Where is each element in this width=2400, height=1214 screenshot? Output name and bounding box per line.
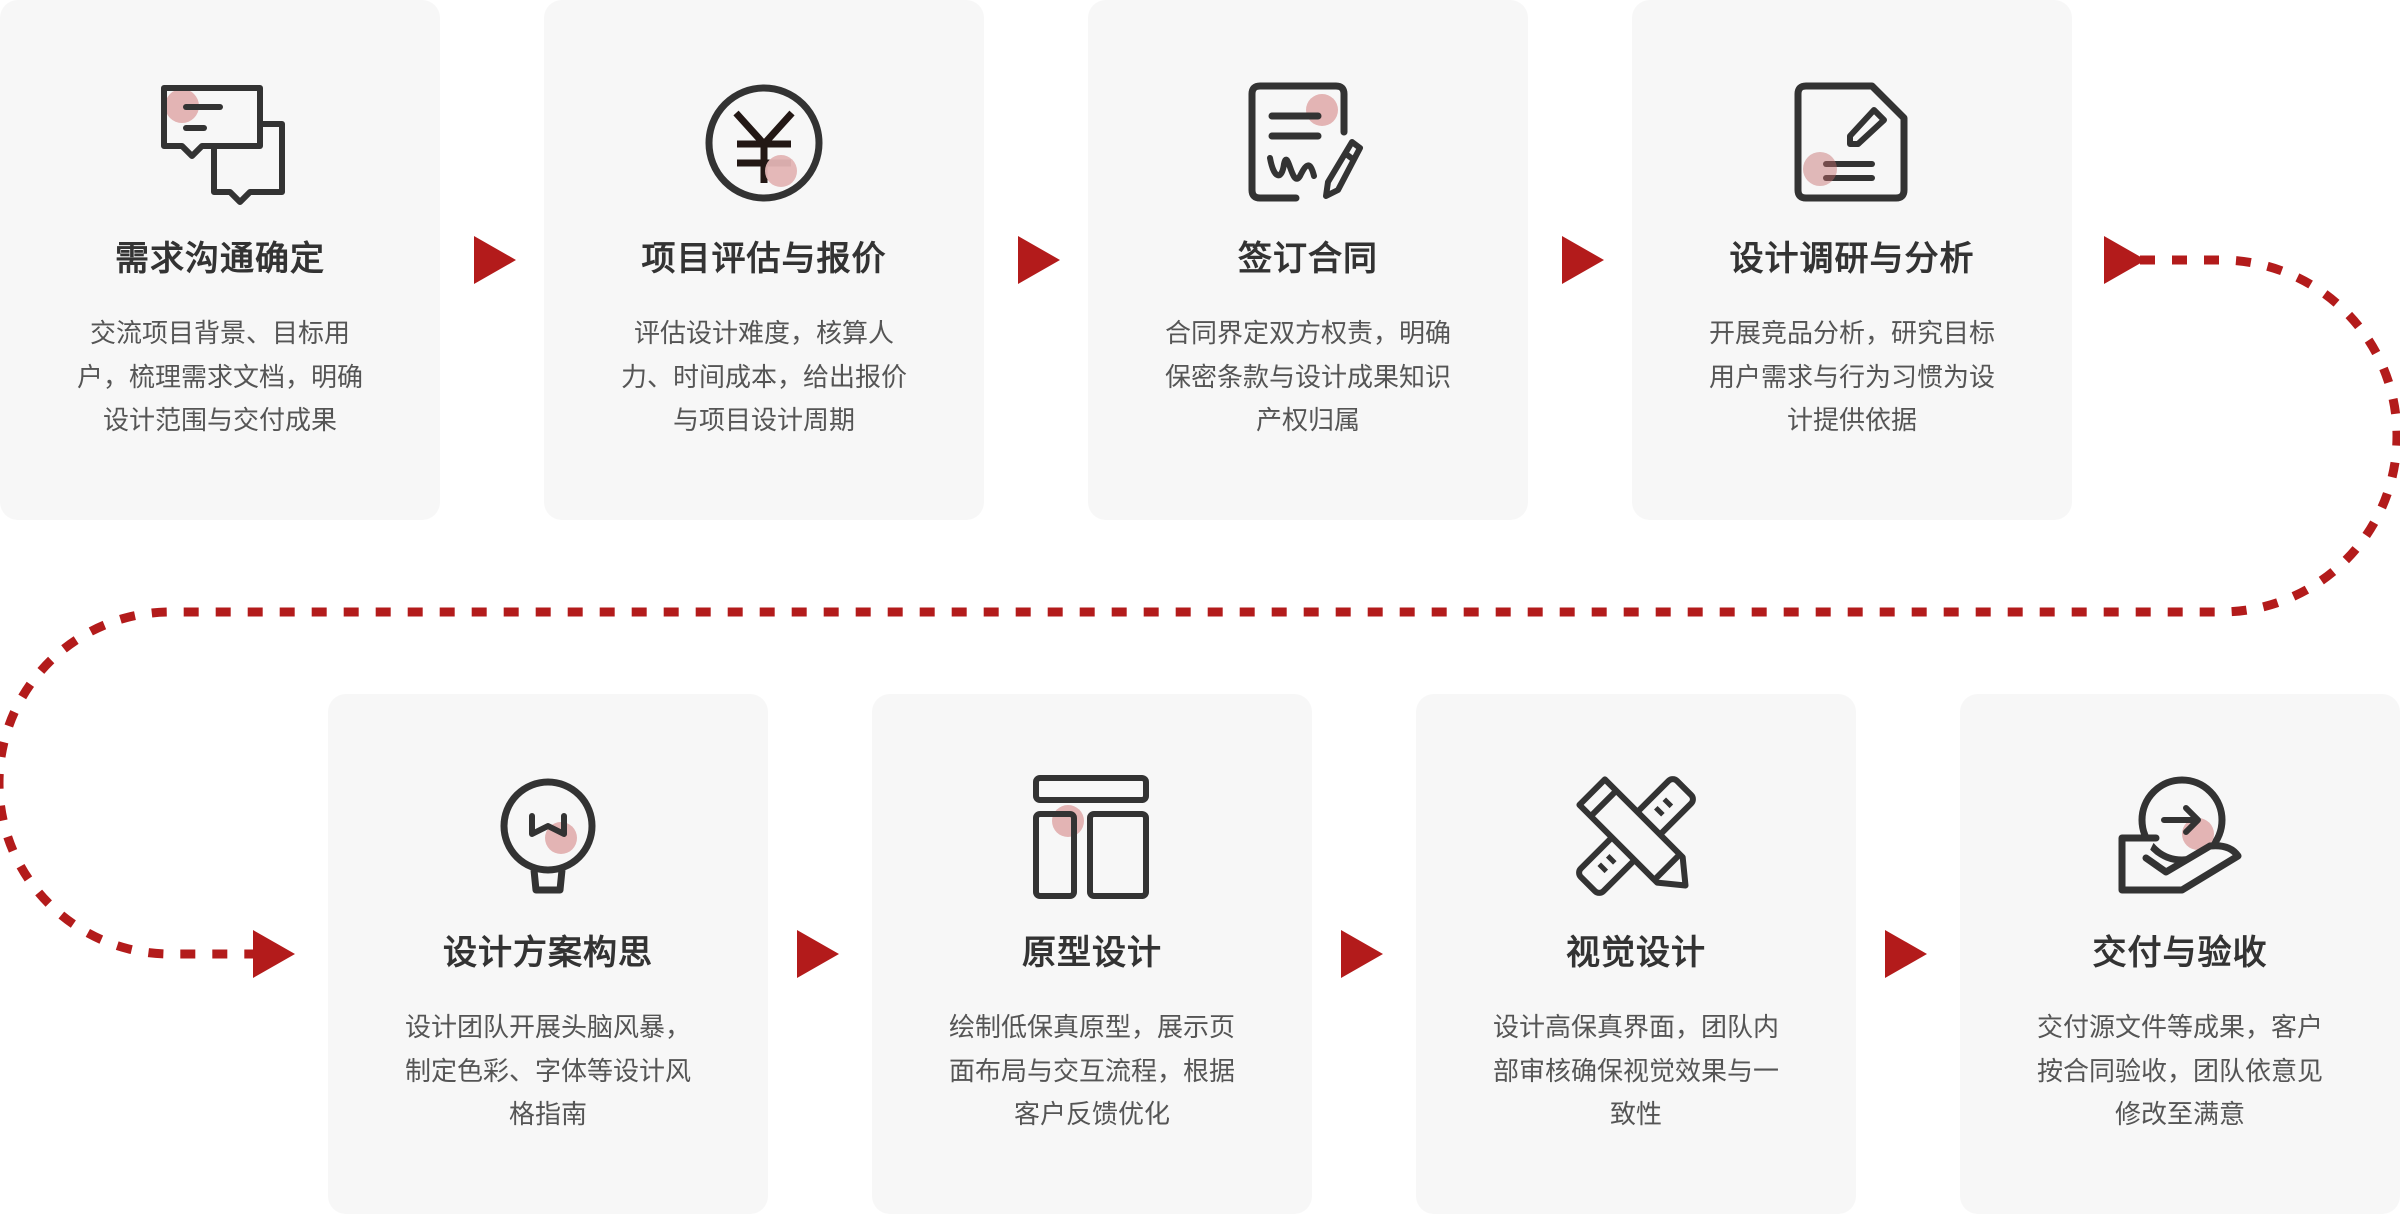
desc-line: 交流项目背景、目标用 (89, 319, 350, 349)
step-title: 签订合同 (1238, 239, 1378, 279)
desc-line: 户，梳理需求文档，明确 (76, 362, 363, 393)
flow-arrow (1018, 236, 1060, 284)
step-description: 设计高保真界面，团队内 部审核确保视觉效果与一 致性 (1466, 1007, 1806, 1138)
flow-arrow (253, 930, 295, 978)
desc-line: 力、时间成本，给出报价 (620, 362, 907, 393)
desc-line: 与项目设计周期 (672, 406, 855, 436)
desc-line: 产权归属 (1255, 406, 1360, 436)
desc-line: 评估设计难度，核算人 (633, 319, 894, 349)
flow-arrow (797, 930, 839, 978)
step-description: 交付源文件等成果，客户 按合同验收，团队依意见 修改至满意 (2010, 1007, 2350, 1138)
desc-line: 交付源文件等成果，客户 (2036, 1013, 2323, 1043)
desc-line: 设计高保真界面，团队内 (1492, 1013, 1779, 1043)
step-card-4: 设计调研与分析 开展竞品分析，研究目标 用户需求与行为习惯为设 计提供依据 (1632, 0, 2072, 520)
desc-line: 用户需求与行为习惯为设 (1708, 362, 1995, 393)
desc-line: 客户反馈优化 (1013, 1100, 1170, 1130)
step-title: 设计调研与分析 (1729, 239, 1975, 279)
desc-line: 设计范围与交付成果 (102, 406, 337, 436)
contract-sign-icon (1248, 80, 1368, 204)
desc-line: 开展竞品分析，研究目标 (1708, 319, 1995, 349)
desc-line: 修改至满意 (2114, 1100, 2245, 1130)
step-description: 开展竞品分析，研究目标 用户需求与行为习惯为设 计提供依据 (1682, 313, 2022, 444)
step-description: 评估设计难度，核算人 力、时间成本，给出报价 与项目设计周期 (594, 313, 934, 444)
step-title: 交付与验收 (2092, 933, 2268, 973)
lightbulb-icon (488, 774, 608, 898)
desc-line: 按合同验收，团队依意见 (2036, 1056, 2323, 1087)
flow-arrow (1562, 236, 1604, 284)
flow-arrow (474, 236, 516, 284)
step-description: 交流项目背景、目标用 户，梳理需求文档，明确 设计范围与交付成果 (50, 313, 390, 444)
flow-arrow (1341, 930, 1383, 978)
yen-coin-icon (704, 80, 824, 204)
step-card-8: 交付与验收 交付源文件等成果，客户 按合同验收，团队依意见 修改至满意 (1960, 694, 2400, 1214)
step-title: 项目评估与报价 (641, 239, 887, 279)
desc-line: 计提供依据 (1786, 406, 1917, 436)
hand-deliver-icon (2118, 774, 2242, 898)
step-description: 绘制低保真原型，展示页 面布局与交互流程，根据 客户反馈优化 (922, 1007, 1262, 1138)
desc-line: 绘制低保真原型，展示页 (948, 1013, 1235, 1043)
step-card-5: 设计方案构思 设计团队开展头脑风暴， 制定色彩、字体等设计风 格指南 (328, 694, 768, 1214)
chat-bubbles-icon (160, 80, 285, 205)
desc-line: 合同界定双方权责，明确 (1164, 319, 1451, 349)
step-card-1: 需求沟通确定 交流项目背景、目标用 户，梳理需求文档，明确 设计范围与交付成果 (0, 0, 440, 520)
step-title: 原型设计 (1022, 933, 1162, 973)
layout-wireframe-icon (1032, 774, 1152, 899)
pencil-ruler-icon (1576, 774, 1696, 898)
desc-line: 格指南 (508, 1100, 587, 1130)
step-title: 设计方案构思 (443, 933, 653, 973)
step-card-7: 视觉设计 设计高保真界面，团队内 部审核确保视觉效果与一 致性 (1416, 694, 1856, 1214)
desc-line: 面布局与交互流程，根据 (948, 1056, 1235, 1087)
step-description: 合同界定双方权责，明确 保密条款与设计成果知识 产权归属 (1138, 313, 1478, 444)
desc-line: 保密条款与设计成果知识 (1164, 362, 1451, 393)
step-card-6: 原型设计 绘制低保真原型，展示页 面布局与交互流程，根据 客户反馈优化 (872, 694, 1312, 1214)
step-description: 设计团队开展头脑风暴， 制定色彩、字体等设计风 格指南 (378, 1007, 718, 1138)
step-title: 需求沟通确定 (115, 239, 325, 279)
desc-line: 致性 (1609, 1100, 1662, 1130)
flow-arrow (2104, 236, 2146, 284)
flow-arrow (1885, 930, 1927, 978)
step-card-3: 签订合同 合同界定双方权责，明确 保密条款与设计成果知识 产权归属 (1088, 0, 1528, 520)
step-card-2: 项目评估与报价 评估设计难度，核算人 力、时间成本，给出报价 与项目设计周期 (544, 0, 984, 520)
document-edit-icon (1792, 80, 1912, 204)
desc-line: 设计团队开展头脑风暴， (404, 1013, 691, 1043)
desc-line: 制定色彩、字体等设计风 (404, 1056, 691, 1087)
desc-line: 部审核确保视觉效果与一 (1492, 1056, 1779, 1087)
step-title: 视觉设计 (1566, 933, 1706, 973)
